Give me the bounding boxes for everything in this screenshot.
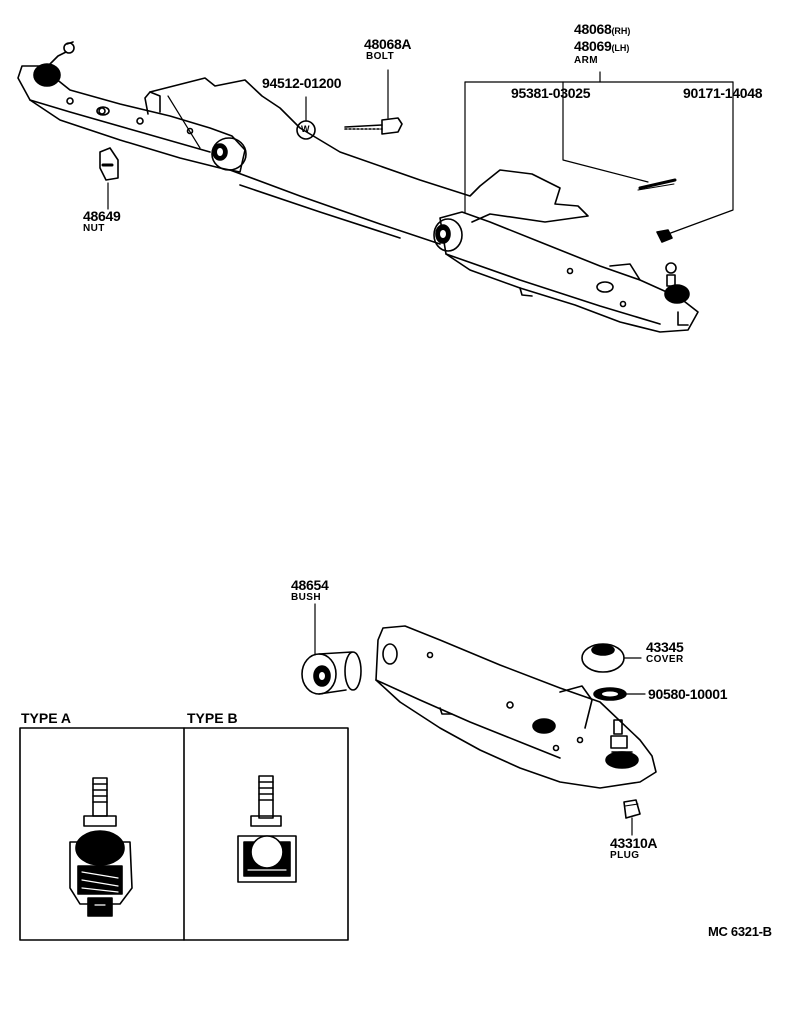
diagram-code: MC 6321-B bbox=[708, 924, 772, 939]
part-48068a-bolt bbox=[344, 69, 403, 135]
part-number-rh: 48068 bbox=[574, 21, 612, 37]
part-90171-nut bbox=[656, 229, 673, 243]
part-94512-washer bbox=[296, 96, 316, 140]
part-name: ARM bbox=[574, 55, 598, 66]
type-a-ball-joint bbox=[69, 777, 133, 917]
part-number: 43310A bbox=[610, 835, 658, 851]
right-ball-joint bbox=[664, 262, 690, 326]
part-43310a-plug bbox=[623, 799, 641, 836]
type-a-label: TYPE A bbox=[21, 710, 72, 726]
right-lower-arm bbox=[439, 211, 699, 333]
part-name: PLUG bbox=[610, 850, 640, 861]
left-ball-joint bbox=[33, 41, 75, 87]
label-95381-03025: 95381-03025 bbox=[511, 85, 591, 101]
label-48068a: 48068A BOLT bbox=[364, 36, 412, 62]
lower-arm-detail bbox=[375, 625, 657, 789]
left-bushing bbox=[211, 137, 247, 171]
type-b-ball-joint bbox=[237, 775, 297, 883]
label-arm: 48068(RH) 48069(LH) ARM bbox=[574, 22, 630, 66]
crossmember bbox=[149, 77, 589, 245]
part-number: 48649 bbox=[83, 208, 121, 224]
part-48654-bush bbox=[301, 603, 362, 695]
label-90580-10001: 90580-10001 bbox=[648, 686, 728, 702]
bottom-ball-joint bbox=[605, 719, 639, 769]
part-name: BOLT bbox=[366, 51, 395, 62]
type-boxes bbox=[19, 727, 349, 941]
part-name: COVER bbox=[646, 654, 684, 665]
part-48649-nut bbox=[99, 147, 119, 210]
part-95381-pin bbox=[637, 178, 677, 191]
label-48654: 48654 BUSH bbox=[291, 577, 329, 603]
suffix-rh: (RH) bbox=[611, 26, 631, 36]
part-name: BUSH bbox=[291, 592, 321, 603]
part-number: 48654 bbox=[291, 577, 329, 593]
part-name: NUT bbox=[83, 223, 105, 234]
leader-lines-top bbox=[464, 71, 734, 235]
part-90580-ring bbox=[593, 687, 646, 701]
washer-symbol: W bbox=[301, 124, 310, 134]
part-number: 48068A bbox=[364, 36, 412, 52]
label-90171-14048: 90171-14048 bbox=[683, 85, 763, 101]
type-b-label: TYPE B bbox=[187, 710, 238, 726]
label-43310a: 43310A PLUG bbox=[610, 835, 658, 861]
label-94512-01200: 94512-01200 bbox=[262, 75, 342, 91]
suffix-lh: (LH) bbox=[611, 43, 630, 53]
part-43345-cover bbox=[581, 643, 642, 673]
label-43345: 43345 COVER bbox=[646, 640, 684, 665]
right-bushing bbox=[433, 218, 463, 252]
part-number: 43345 bbox=[646, 639, 684, 655]
part-number-lh: 48069 bbox=[574, 38, 612, 54]
label-48649: 48649 NUT bbox=[83, 208, 121, 234]
